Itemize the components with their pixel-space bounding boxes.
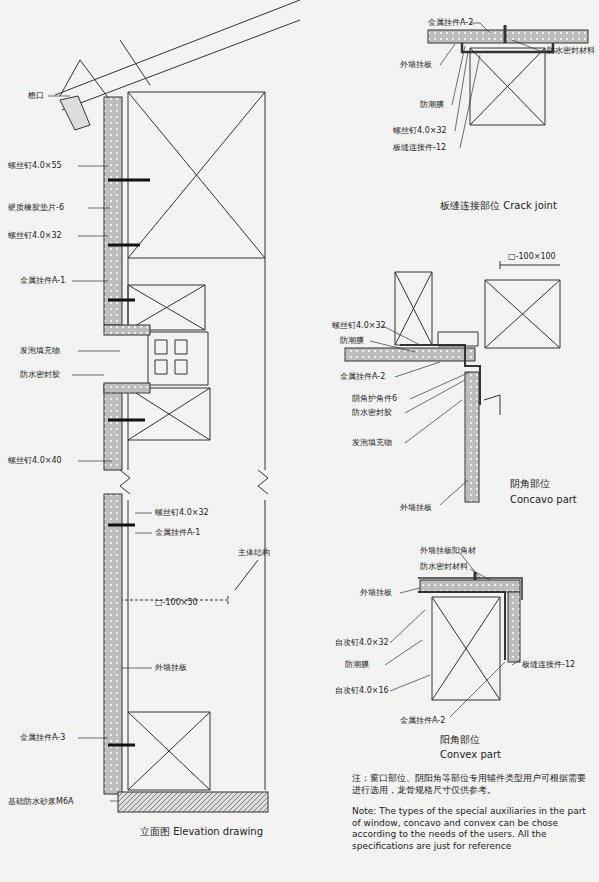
part-label: 主体结构 [238,548,270,557]
part-label: 外墙挂板 [155,663,187,672]
section-caption: Concavo part [510,494,577,506]
part-label: 金属挂件A-2 [400,716,445,725]
part-label: 金属挂件A-1 [20,276,65,285]
section-caption: 板缝连接部位 Crack joint [440,200,557,212]
part-label: 金属挂件A-2 [428,18,473,27]
part-label: 板缝连接件-12 [393,143,446,152]
section-caption: Convex part [440,749,501,761]
part-label: 螺丝钉4.0×32 [155,508,209,517]
part-label: 外墙挂板 [400,60,432,69]
part-label: 自攻钉4.0×16 [335,686,389,695]
part-label: 防潮膜 [345,660,369,669]
part-label: 螺丝钉4.0×32 [332,321,386,330]
section-caption: 阴角部位 [510,478,550,490]
part-label: 檐口 [28,91,44,100]
part-label: 硬质橡胶垫片-6 [8,203,64,212]
part-label: 发泡填充物 [20,346,60,355]
part-label: 螺丝钉4.0×32 [393,126,447,135]
part-label: 防潮膜 [420,100,444,109]
section-caption: 立面图 Elevation drawing [140,826,263,838]
part-label: 防水密封胶 [352,408,392,417]
note-text: Note: The types of the special auxiliari… [352,806,594,853]
part-label: 防水密封材料 [420,562,468,571]
part-label: 板缝连接件-12 [522,660,575,669]
part-label: 发泡填充物 [352,438,392,447]
part-label: 防水密封胶 [20,370,60,379]
part-label: 金属挂件A-3 [20,733,65,742]
part-label: 外墙挂板 [400,503,432,512]
part-label: 金属挂件A-1 [155,528,200,537]
part-label: □-100×50 [155,598,198,607]
note-text: 注：窗口部位、阴阳角等部位专用辅件类型用户可根据需要进行选用，龙骨规格尺寸仅供参… [352,773,592,796]
part-label: 防潮膜 [340,336,364,345]
part-label: 阴角护角件6 [352,394,397,403]
part-label: 螺丝钉4.0×40 [8,456,62,465]
section-caption: 阳角部位 [440,734,480,746]
part-label: 防水密封材料 [547,46,595,55]
part-label: 外墙挂板 [360,588,392,597]
part-label: □-100×100 [508,252,556,261]
part-label: 螺丝钉4.0×32 [8,231,62,240]
part-label: 自攻钉4.0×32 [335,638,389,647]
part-label: 外墙挂板阳角材 [420,546,476,555]
part-label: 螺丝钉4.0×55 [8,161,62,170]
part-label: 基础防水砂浆M6A [8,797,73,806]
part-label: 金属挂件A-2 [340,372,385,381]
